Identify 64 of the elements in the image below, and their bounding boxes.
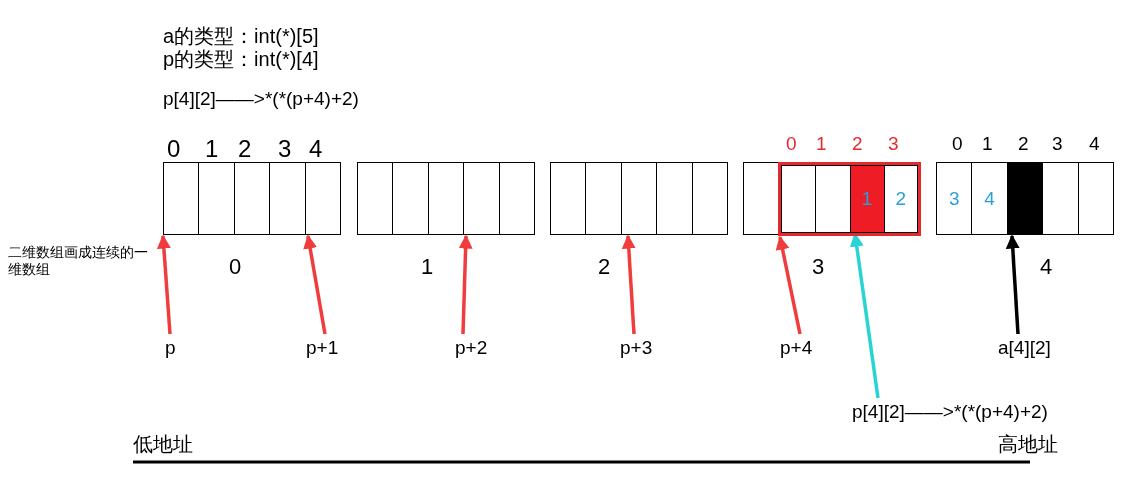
index-number: 4 [309,135,323,164]
arrow [775,235,802,335]
row-number: 4 [1040,254,1053,281]
arrow [303,234,327,335]
pointer-label: p+2 [455,336,488,360]
pointer-label: a[4][2] [998,336,1051,360]
index-number: 3 [888,133,899,156]
array-cell [849,165,885,233]
row-number: 3 [812,254,825,281]
index-number: 2 [238,135,252,164]
type-note: a的类型：int(*)[5] [163,24,319,48]
array-cell [691,162,728,235]
index-number: 2 [852,133,863,156]
array-cell [357,162,394,235]
array-cell [269,162,306,235]
array-cell [815,165,851,233]
pointer-label: p+4 [780,336,813,360]
index-number: 0 [786,133,797,156]
array-cell [743,162,780,235]
array-cell [883,165,918,233]
arrow [458,234,473,335]
array-cell [585,162,622,235]
address-label: 高地址 [998,432,1058,456]
row-number: 2 [598,254,611,281]
highlight-frame [778,162,921,236]
pointer-label: p+3 [620,336,653,360]
cell-value: 4 [984,187,995,210]
array-cell [498,162,535,235]
row-number: 1 [421,254,434,281]
pointer-label: p [165,336,176,360]
array-cell [550,162,587,235]
array-cell [163,162,200,235]
array-cell [1077,162,1114,235]
arrow [1005,234,1020,335]
cell-value: 2 [895,188,907,210]
type-note: p[4][2]——>*(*(p+4)+2) [163,88,359,111]
index-number: 0 [952,133,963,156]
cell-value: 3 [948,187,960,210]
array-cell [936,162,973,235]
array-cell [971,162,1008,235]
cell-value: 1 [861,188,873,210]
index-number: 1 [816,133,827,156]
array-cell [304,162,341,235]
type-note: p的类型：int(*)[4] [163,47,319,71]
index-number: 3 [278,135,292,164]
note-text: 二维数组画成连续的一维数组 [8,244,148,278]
index-number: 4 [1089,133,1100,156]
pointer-label: p+1 [306,336,339,360]
array-cell [198,162,235,235]
index-number: 3 [1052,133,1063,156]
array-cell [392,162,429,235]
index-number: 0 [167,135,181,164]
pointer-label: p[4][2]——>*(*(p+4)+2) [852,400,1048,424]
row-number: 0 [229,254,242,281]
index-number: 2 [1018,133,1029,156]
arrow [621,234,636,335]
array-cell [463,162,500,235]
index-number: 1 [982,133,993,156]
arrow [156,234,172,335]
array-cell [1042,162,1079,235]
index-number: 1 [205,135,219,164]
array-cell [656,162,693,235]
array-cell [781,165,817,233]
address-label: 低地址 [133,432,193,456]
